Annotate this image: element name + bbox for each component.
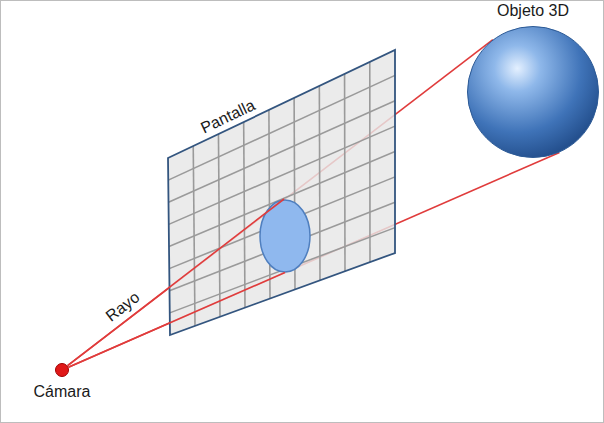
light-ray	[68, 40, 493, 366]
camera-label: Cámara	[34, 383, 91, 401]
grid-line	[169, 101, 396, 203]
sphere-body	[468, 27, 599, 158]
ray-label: Rayo	[103, 288, 144, 325]
screen-grid	[168, 62, 395, 326]
screen-fill	[168, 50, 395, 335]
ray-front	[68, 273, 285, 368]
screen-plane-outline	[165, 46, 399, 338]
screen-border	[168, 50, 395, 335]
screen-plane: Pantalla	[165, 46, 399, 338]
object-title: Objeto 3D	[497, 2, 569, 20]
camera-dot: Cámara	[55, 363, 69, 377]
object-sphere-outline	[467, 26, 599, 158]
camera-dot-outline	[55, 363, 69, 377]
camera-point	[56, 364, 69, 377]
object-sphere: Objeto 3D	[467, 26, 599, 158]
grid-line	[168, 75, 395, 180]
ray-front	[68, 199, 284, 366]
